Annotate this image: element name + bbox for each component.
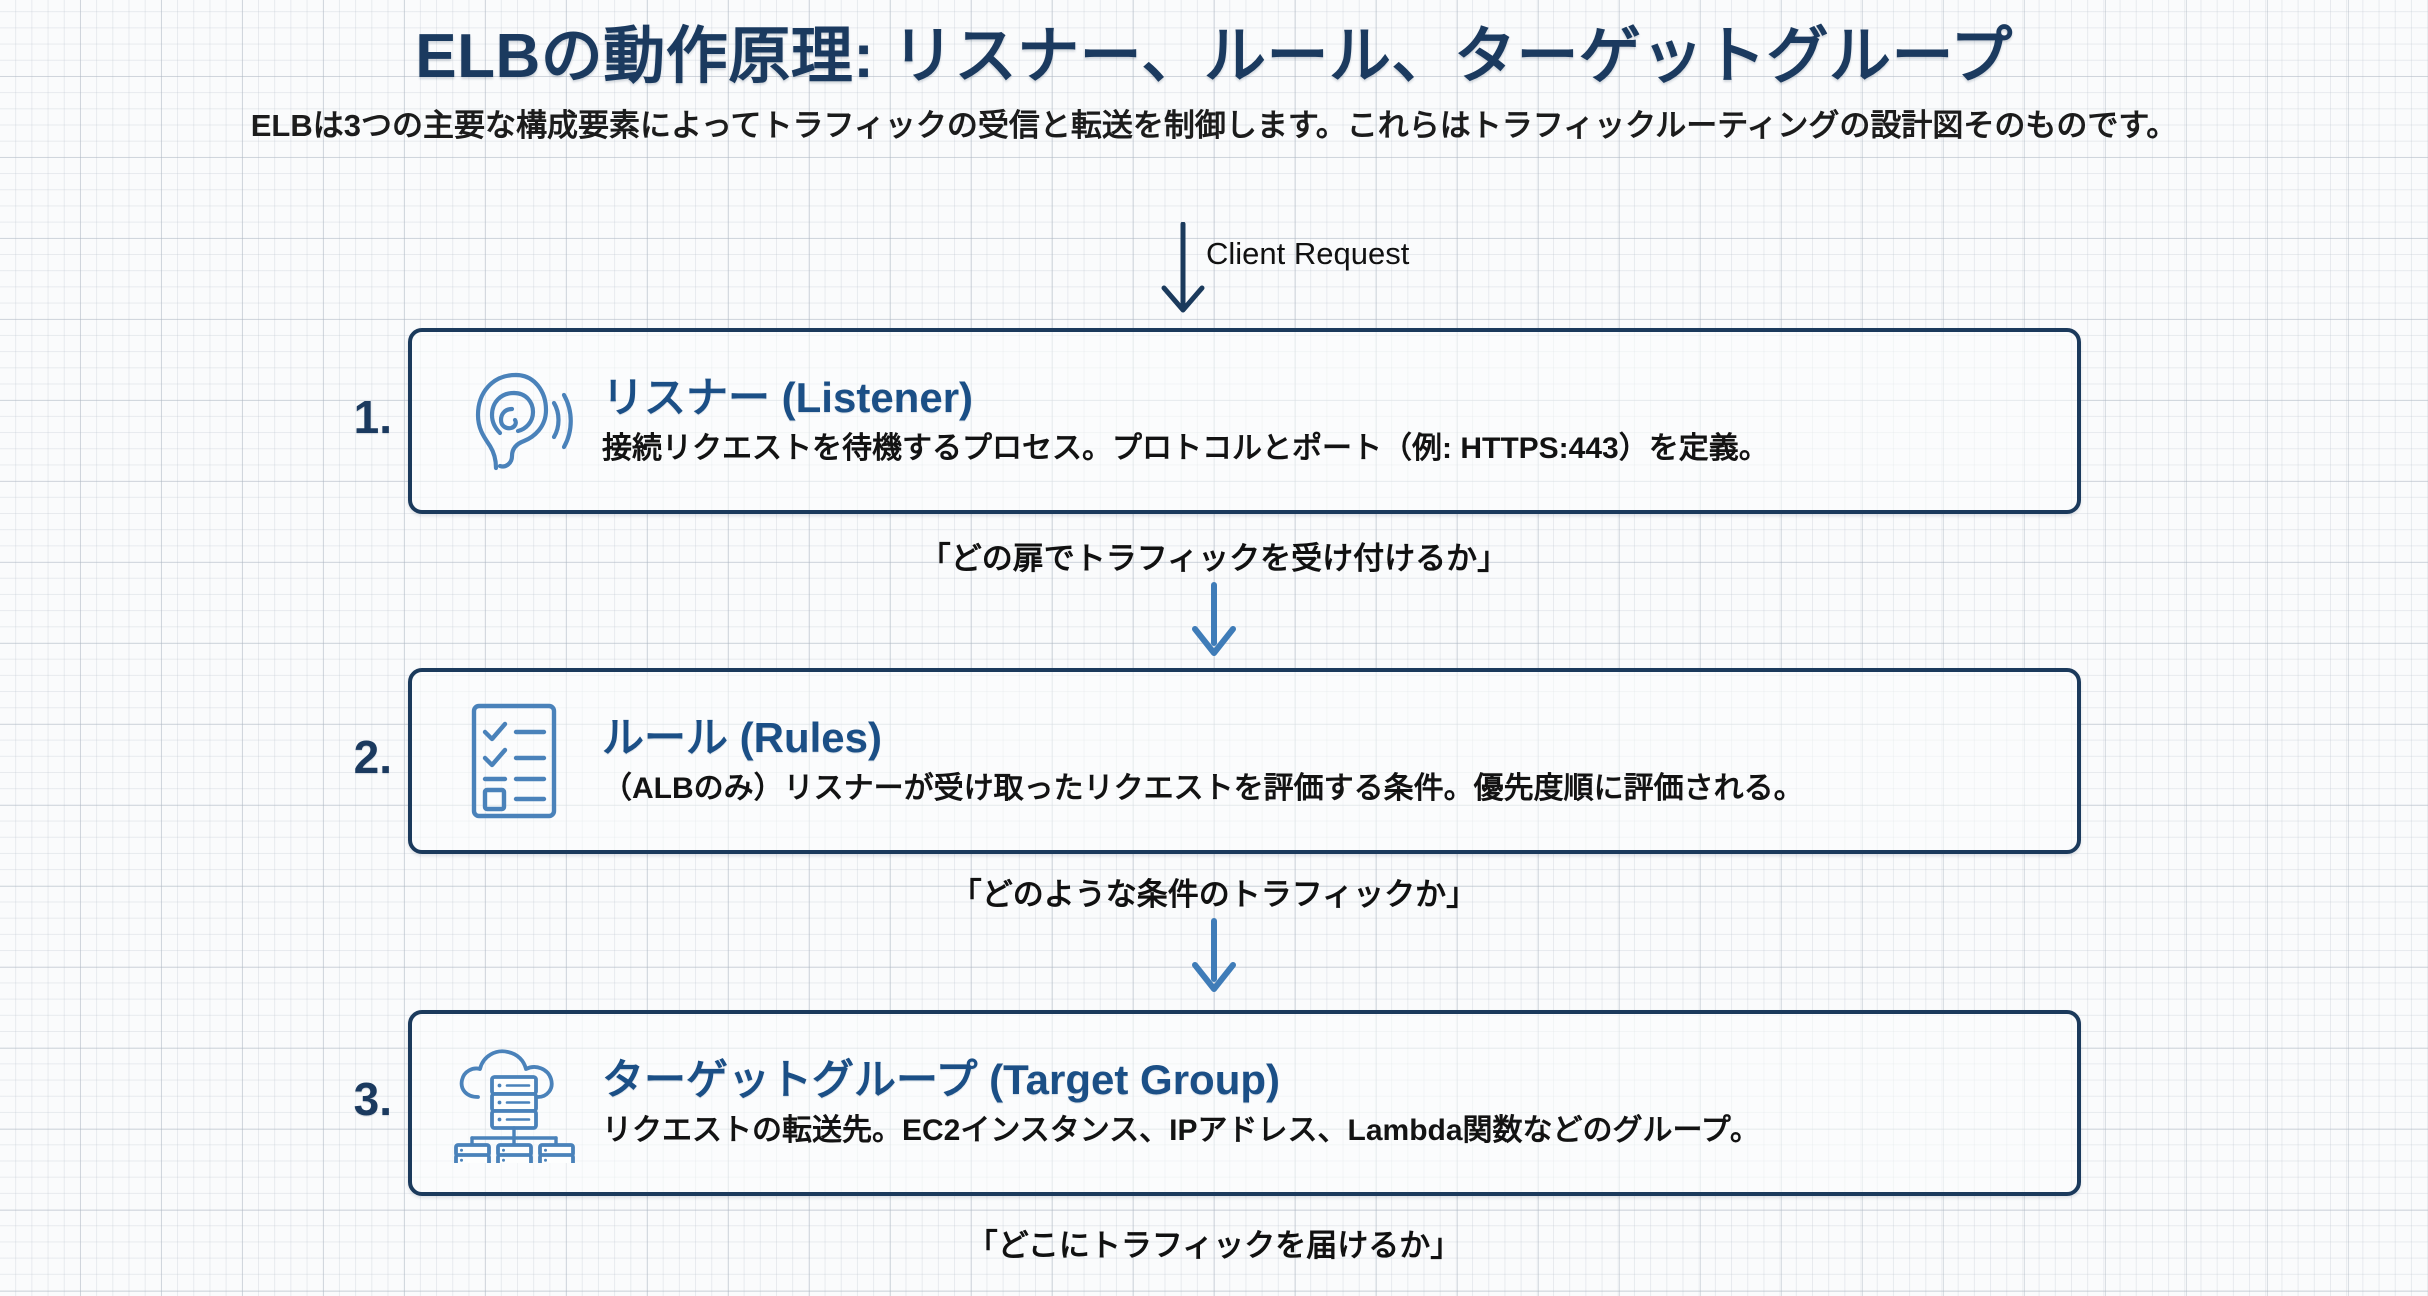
step-number-3: 3. (353, 1073, 392, 1125)
connector-rules-to-target-group: 「どのような条件のトラフィックか」 (0, 876, 2428, 1003)
card-title-listener: リスナー (Listener) (602, 374, 974, 422)
connector-listener-to-rules: 「どの扉でトラフィックを受け付けるか」 (0, 540, 2428, 667)
card-target-group[interactable]: ターゲットグループ (Target Group) リクエストの転送先。EC2イン… (408, 1010, 2081, 1196)
card-rules[interactable]: ルール (Rules) （ALBのみ）リスナーが受け取ったリクエストを評価する条… (408, 668, 2081, 854)
step-number-2: 2. (353, 731, 392, 783)
card-description-rules: （ALBのみ）リスナーが受け取ったリクエストを評価する条件。優先度順に評価される… (602, 772, 1804, 806)
card-description-listener: 接続リクエストを待機するプロセス。プロトコルとポート（例: HTTPS:443）… (602, 432, 1769, 466)
checklist-rules-icon (448, 695, 580, 827)
down-arrow-icon-1 (1192, 582, 1236, 657)
connector-label-3-wrapper: 「どこにトラフィックを届けるか」 (0, 1220, 2428, 1265)
connector-label-1: 「どの扉でトラフィックを受け付けるか」 (919, 541, 1509, 576)
page-title: ELBの動作原理: リスナー、ルール、ターゲットグループ (415, 22, 2013, 91)
connector-label-3: 「どこにトラフィックを届けるか」 (966, 1228, 1462, 1263)
down-arrow-icon-2 (1192, 918, 1236, 993)
header: ELBの動作原理: リスナー、ルール、ターゲットグループ ELBは3つの主要な構… (0, 0, 2428, 145)
card-text-target-group: ターゲットグループ (Target Group) リクエストの転送先。EC2イン… (602, 1056, 2077, 1150)
card-description-target-group: リクエストの転送先。EC2インスタンス、IPアドレス、Lambda関数などのグル… (602, 1114, 1760, 1148)
step-row-listener: 1. リスナー (Listener) (0, 328, 2428, 518)
card-title-target-group: ターゲットグループ (Target Group) (602, 1056, 1281, 1104)
client-request-arrow-icon (1161, 222, 1205, 313)
client-request-label: Client Request (1206, 236, 1410, 271)
step-row-rules: 2. ルー (0, 668, 2428, 858)
card-title-rules: ルール (Rules) (602, 714, 883, 762)
page-subtitle: ELBは3つの主要な構成要素によってトラフィックの受信と転送を制御します。これら… (250, 108, 2178, 144)
client-request-entry: Client Request (1150, 222, 1570, 322)
card-listener[interactable]: リスナー (Listener) 接続リクエストを待機するプロセス。プロトコルとポ… (408, 328, 2081, 514)
step-number-1: 1. (353, 391, 392, 443)
ear-listening-icon (448, 355, 580, 487)
card-text-listener: リスナー (Listener) 接続リクエストを待機するプロセス。プロトコルとポ… (602, 374, 2077, 468)
connector-label-2: 「どのような条件のトラフィックか」 (950, 877, 1478, 912)
step-row-target-group: 3. (0, 1010, 2428, 1200)
card-text-rules: ルール (Rules) （ALBのみ）リスナーが受け取ったリクエストを評価する条… (602, 714, 2077, 808)
cloud-server-group-icon (448, 1037, 580, 1169)
